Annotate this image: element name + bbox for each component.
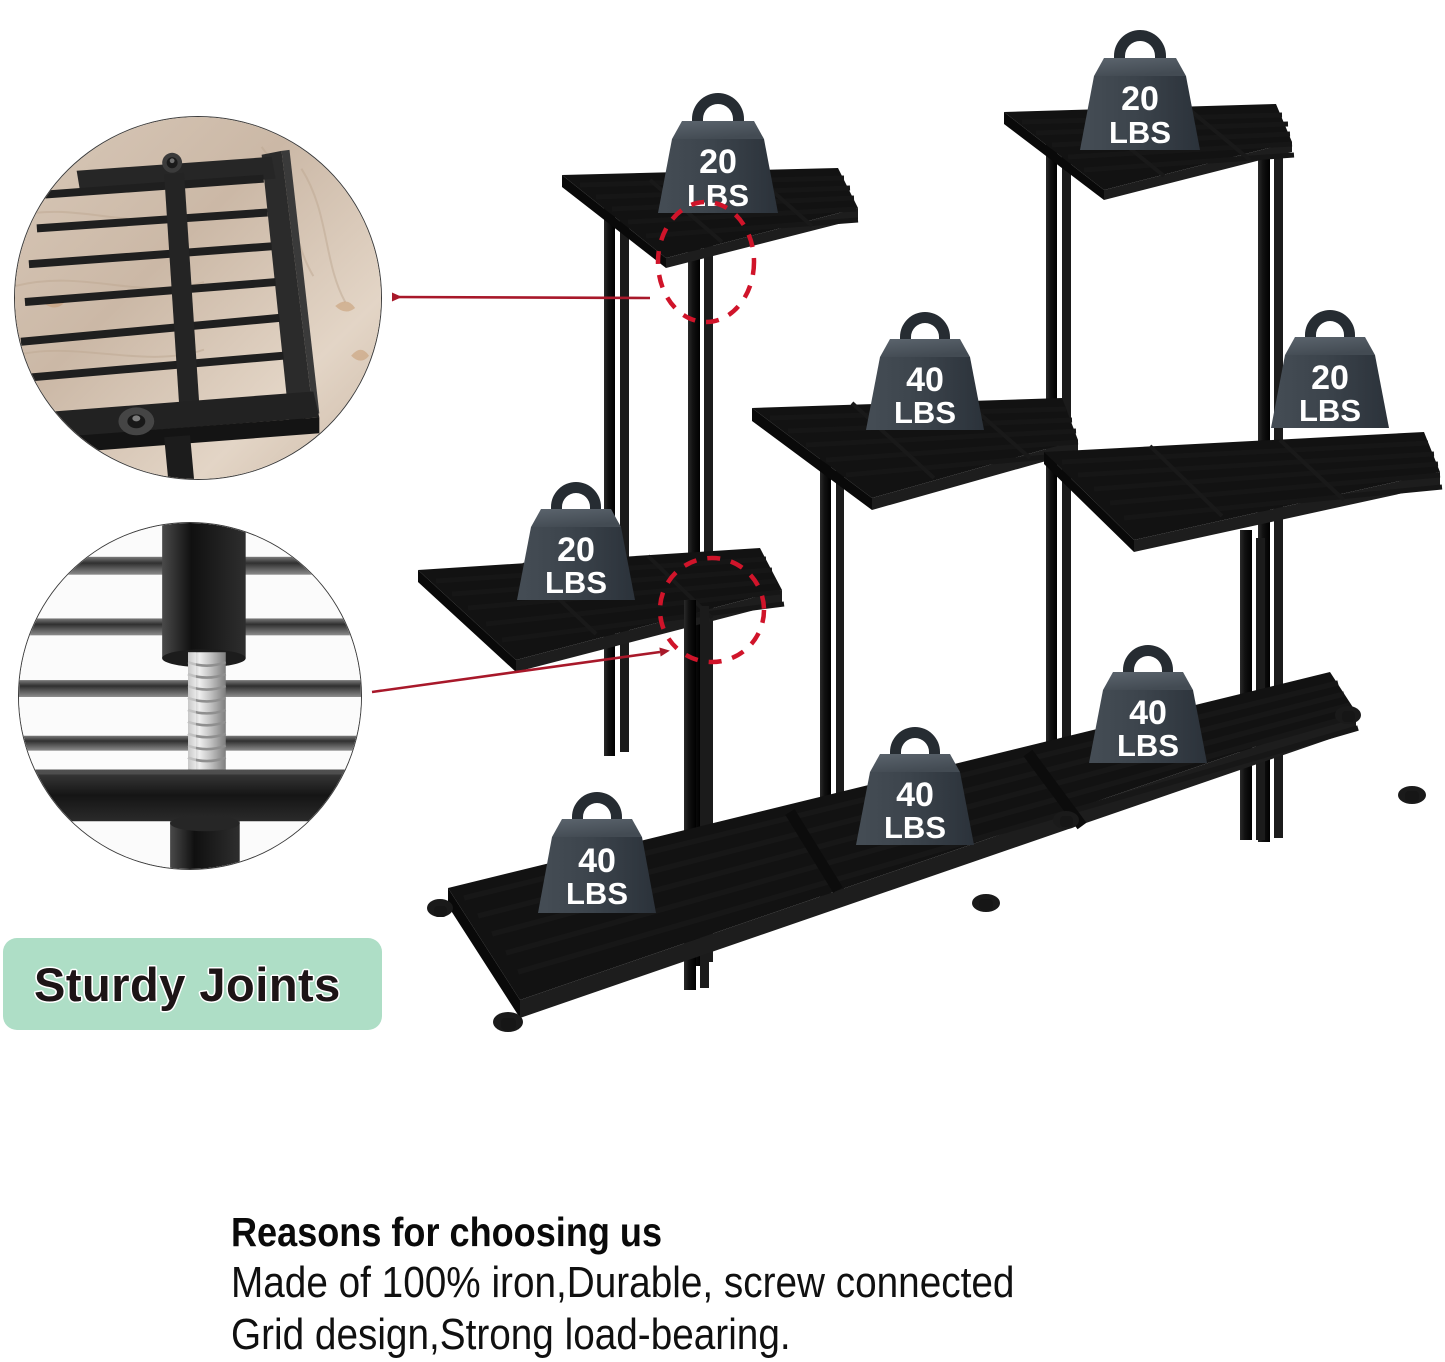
stand-frame-lower-posts bbox=[684, 530, 1265, 990]
highlight-lower-joint bbox=[657, 555, 767, 665]
threaded-bolt bbox=[187, 652, 227, 775]
shelf-middle-left-tier bbox=[418, 548, 785, 672]
weight-block-middle-right: 20 LBS bbox=[1271, 310, 1389, 428]
weight-block-middle-center: 40 LBS bbox=[866, 312, 984, 430]
weight-block-bottom-center: 40 LBS bbox=[856, 727, 974, 845]
sturdy-joints-badge: Sturdy Joints bbox=[3, 938, 382, 1030]
detail-circle-grid-joint bbox=[14, 116, 382, 480]
svg-text:20: 20 bbox=[1311, 359, 1349, 397]
svg-text:40: 40 bbox=[1129, 694, 1167, 732]
svg-text:LBS: LBS bbox=[894, 395, 956, 430]
svg-text:40: 40 bbox=[578, 842, 616, 880]
grid-joint-photo bbox=[15, 117, 381, 479]
svg-text:LBS: LBS bbox=[884, 810, 946, 845]
shelf-top-left-tier bbox=[562, 168, 859, 268]
reasons-line-2: Grid design,Strong load-bearing. bbox=[231, 1310, 791, 1359]
highlight-upper-joint bbox=[655, 199, 757, 325]
arrow-to-screw-detail bbox=[371, 647, 670, 694]
weight-block-top-left: 20 LBS bbox=[658, 93, 778, 213]
shelf-middle-center-tier bbox=[752, 398, 1081, 510]
svg-text:LBS: LBS bbox=[1299, 393, 1361, 428]
svg-text:LBS: LBS bbox=[545, 565, 607, 600]
weight-block-middle-left: 20 LBS bbox=[517, 482, 635, 600]
weight-block-bottom-right: 40 LBS bbox=[1089, 645, 1207, 763]
svg-text:LBS: LBS bbox=[566, 876, 628, 911]
svg-text:20: 20 bbox=[557, 531, 595, 569]
svg-text:20: 20 bbox=[1121, 80, 1159, 118]
shelf-middle-right-tier bbox=[1044, 432, 1443, 552]
detail-circle-screw-thread bbox=[18, 522, 362, 870]
screw-thread-photo bbox=[19, 523, 361, 869]
arrow-to-grid-detail bbox=[391, 292, 651, 302]
svg-text:40: 40 bbox=[896, 776, 934, 814]
svg-text:LBS: LBS bbox=[1109, 115, 1171, 150]
screw-head-top bbox=[162, 152, 183, 173]
stand-feet bbox=[427, 706, 1426, 1032]
stand-frame-posts bbox=[604, 124, 1283, 966]
weight-block-bottom-left: 40 LBS bbox=[538, 792, 656, 913]
reasons-heading: Reasons for choosing us bbox=[231, 1209, 663, 1255]
svg-text:LBS: LBS bbox=[687, 178, 749, 213]
svg-text:LBS: LBS bbox=[1117, 728, 1179, 763]
reasons-copy-block: Reasons for choosing us Made of 100% iro… bbox=[231, 1207, 1351, 1361]
shelf-top-right-tier bbox=[1004, 104, 1295, 200]
sturdy-joints-label: Sturdy Joints bbox=[34, 957, 341, 1011]
shelf-bottom-long bbox=[427, 672, 1426, 1032]
screw-head-bottom bbox=[118, 407, 155, 436]
svg-text:40: 40 bbox=[906, 361, 944, 399]
reasons-line-1: Made of 100% iron,Durable, screw connect… bbox=[231, 1258, 1015, 1307]
svg-text:20: 20 bbox=[699, 143, 737, 181]
weight-block-top-right: 20 LBS bbox=[1080, 30, 1200, 150]
